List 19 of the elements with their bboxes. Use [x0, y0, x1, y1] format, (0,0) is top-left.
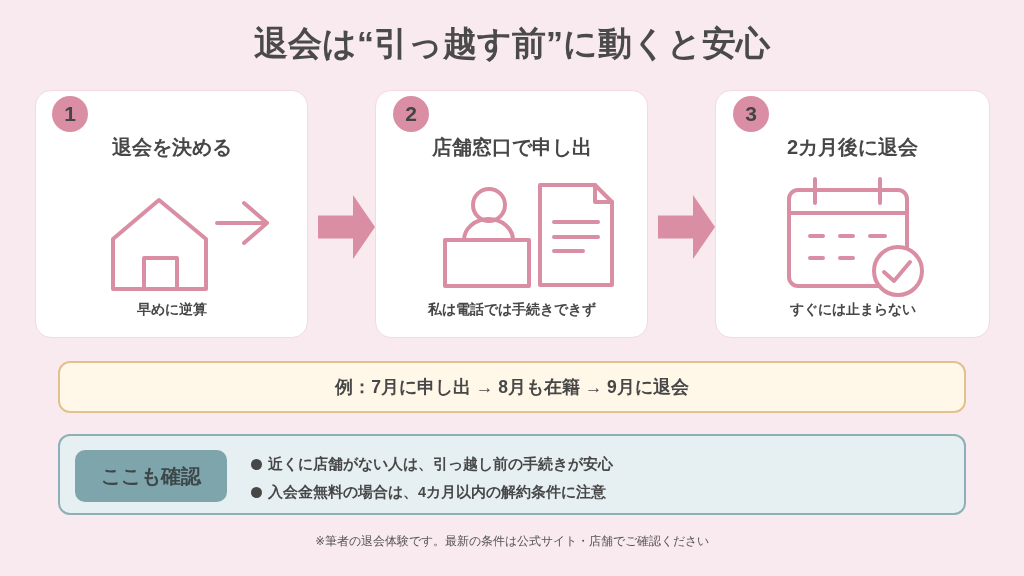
footnote: ※筆者の退会体験です。最新の条件は公式サイト・店舗でご確認ください — [315, 534, 709, 549]
step-note: 私は電話では手続きできず — [427, 300, 596, 319]
step-number: 2 — [393, 96, 429, 132]
step-title: 2カ月後に退会 — [786, 135, 919, 160]
section-tag: ここも確認 — [75, 450, 227, 502]
step-card — [35, 90, 308, 338]
example-banner: 例：7月に申し出 → 8月も在籍 → 9月に退会 — [58, 361, 966, 413]
step-title: 退会を決める — [111, 135, 232, 160]
step-title: 店舗窓口で申し出 — [431, 135, 592, 160]
note-panel — [58, 434, 966, 515]
step-note: 早めに逆算 — [136, 300, 207, 319]
step-number: 3 — [733, 96, 769, 132]
step-card — [375, 90, 648, 338]
step-card — [715, 90, 990, 338]
step-number: 1 — [52, 96, 88, 132]
title: 退会は“引っ越す前”に動くと安心 — [254, 23, 770, 64]
bullet-text: 近くに店舗がない人は、引っ越し前の手続きが安心 — [268, 455, 613, 474]
bullet-text: 入会金無料の場合は、4カ月以内の解約条件に注意 — [268, 483, 607, 502]
step-note: すぐには止まらない — [789, 300, 916, 319]
